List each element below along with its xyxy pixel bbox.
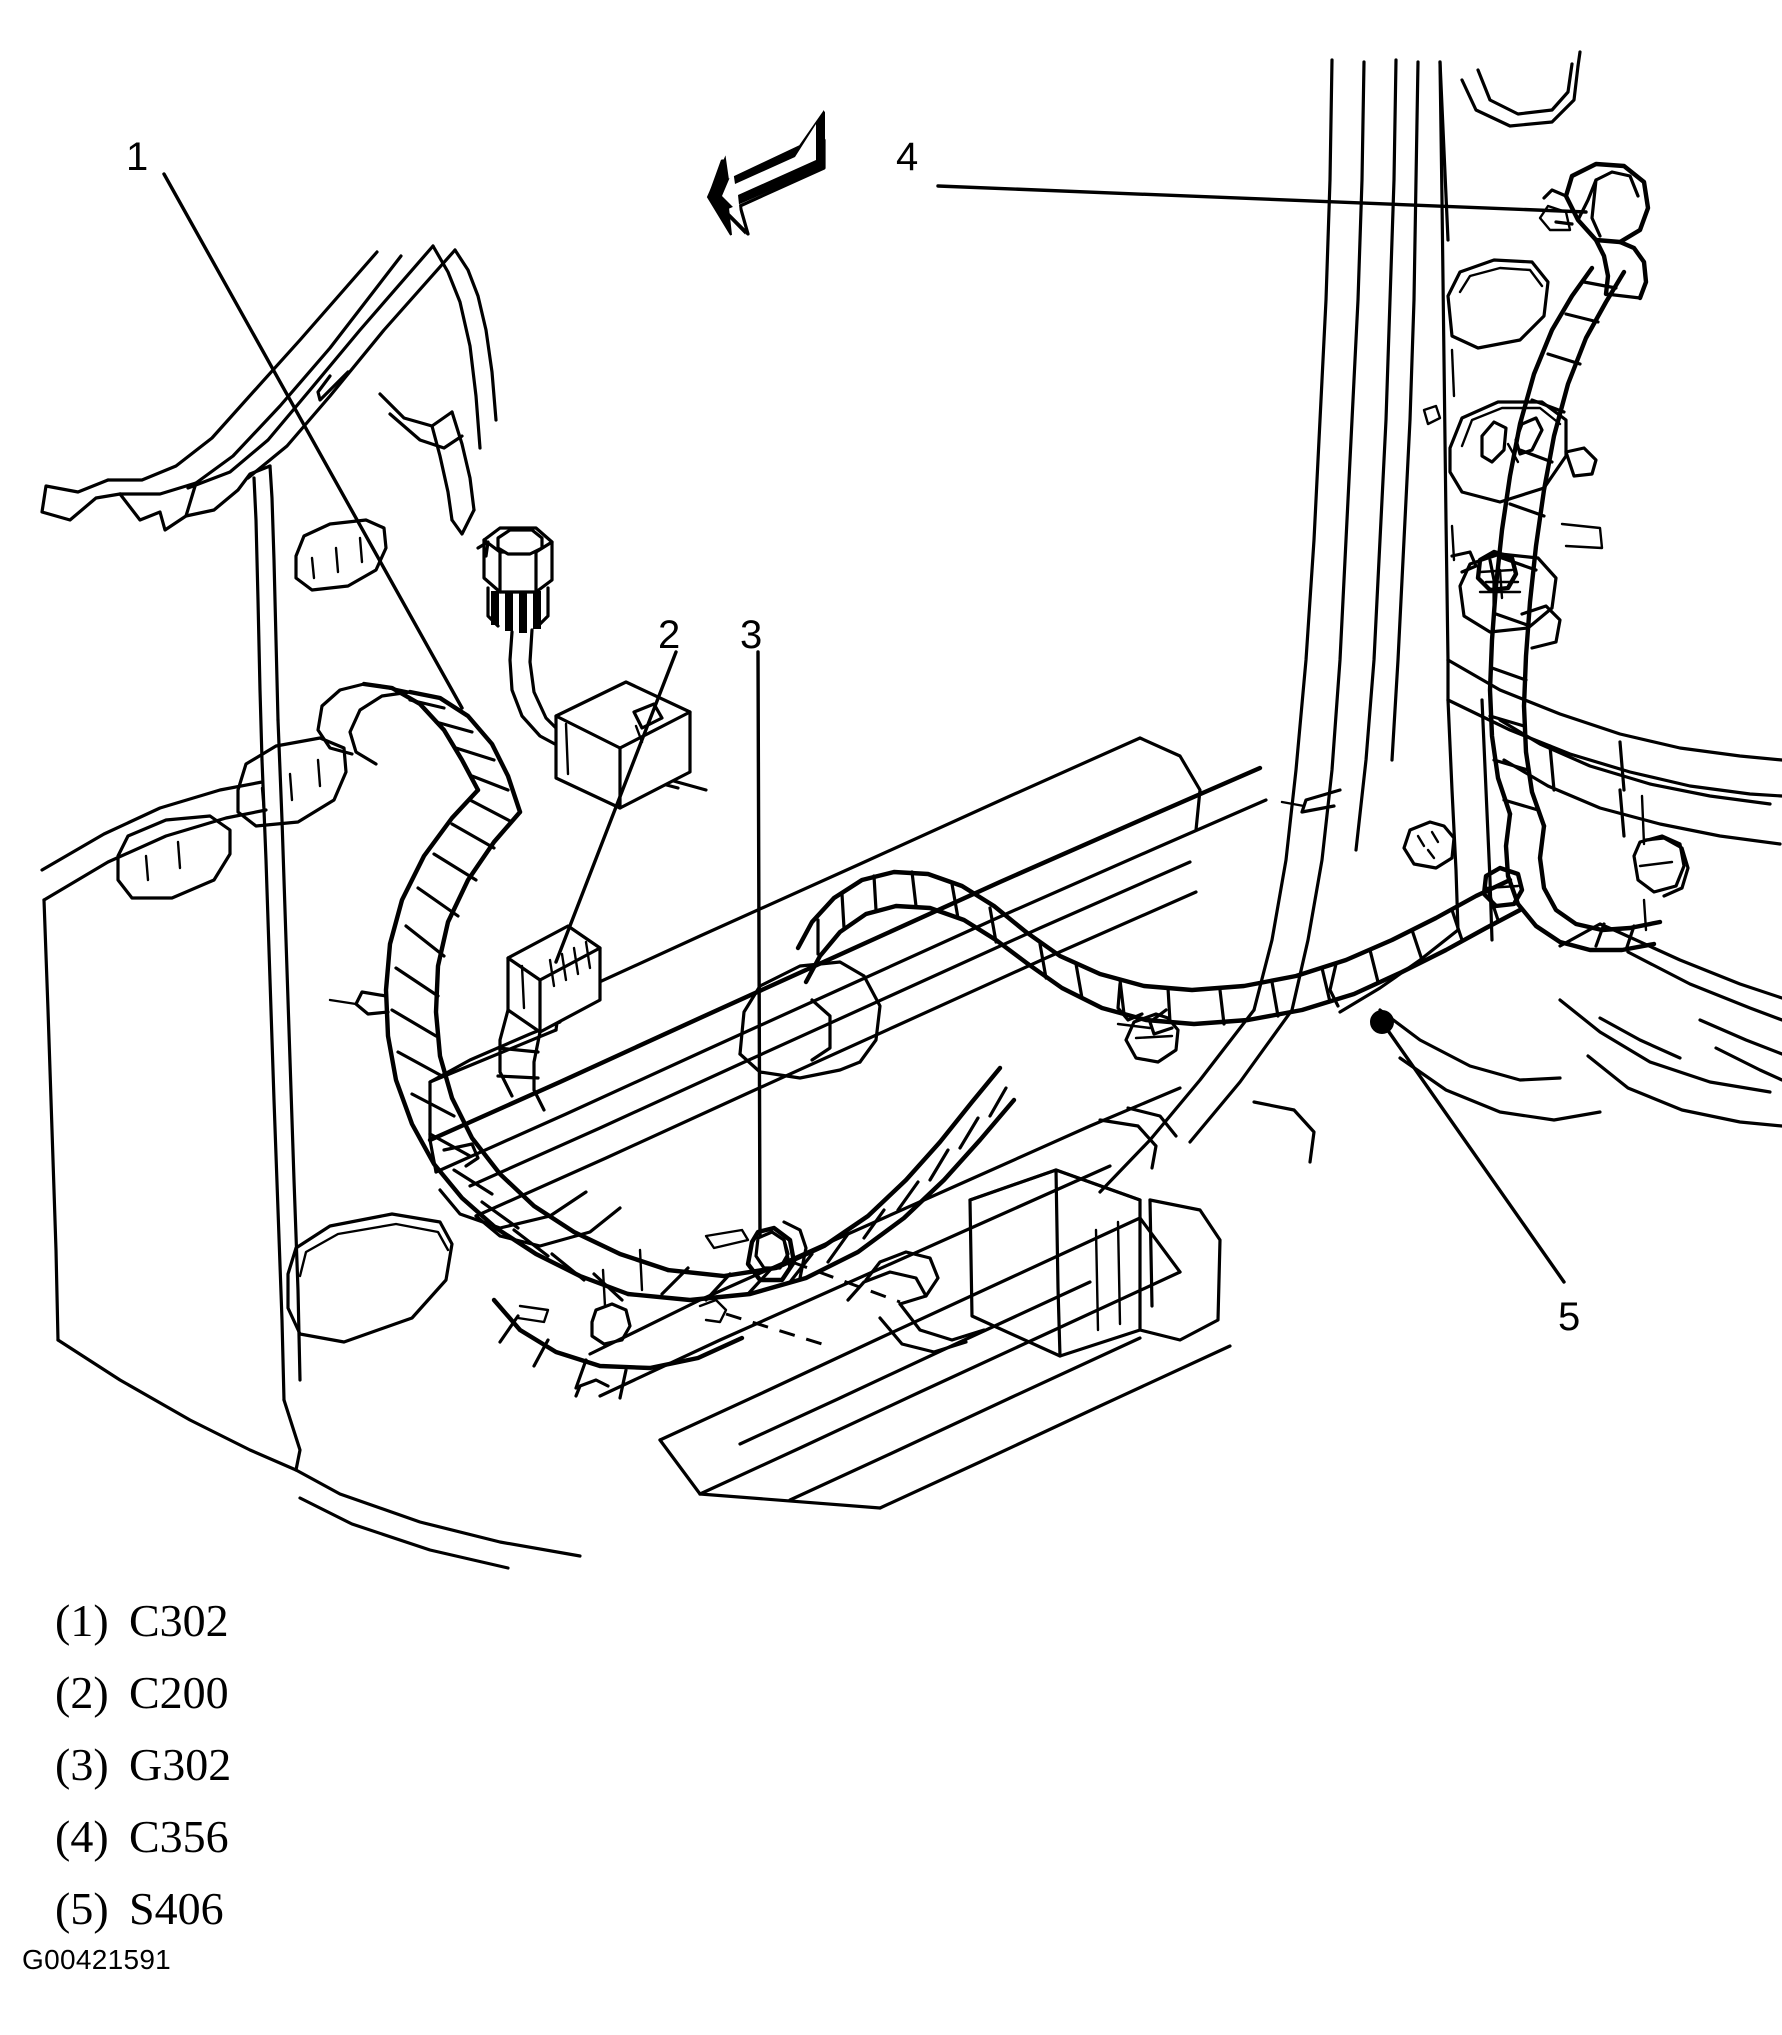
callout-number-5: 5 [1558,1295,1580,1339]
figure-id-code: G00421591 [22,1944,172,1975]
callout-number-3: 3 [740,613,762,657]
legend-code: C302 [129,1595,229,1646]
c356-connector [1538,161,1651,301]
floor-sill-structure [427,736,1316,1510]
legend-item: (1) C302 [55,1598,231,1644]
legend-item: (3) G302 [55,1742,231,1788]
legend-index: (3) [55,1739,109,1790]
legend-code: C200 [129,1667,229,1718]
harness-left [316,681,1017,1400]
legend-index: (5) [55,1883,109,1934]
legend-index: (4) [55,1811,109,1862]
legend-index: (1) [55,1595,109,1646]
leader-5 [1380,1020,1566,1284]
callout-number-2: 2 [658,613,680,657]
legend-item: (5) S406 [55,1886,231,1932]
legend-index: (2) [55,1667,109,1718]
legend-code: G302 [129,1739,232,1790]
leader-3 [756,650,762,1238]
left-pillar-structure [40,244,582,1570]
leader-2 [554,650,678,964]
harness-right [795,265,1663,1064]
callout-number-4: 4 [896,135,918,179]
right-pillar-structure [1098,50,1782,1194]
direction-arrow-icon [706,109,826,236]
legend-code: S406 [129,1883,224,1934]
legend-item: (4) C356 [55,1814,231,1860]
legend-item: (2) C200 [55,1670,231,1716]
leader-1 [162,172,464,710]
legend: (1) C302 (2) C200 (3) G302 (4) C356 (5) S406 [55,1598,231,1958]
legend-code: C356 [129,1811,229,1862]
c200-connector [496,924,602,1112]
leader-4 [936,184,1588,214]
callout-leaders [162,172,1588,1284]
callout-number-1: 1 [126,135,148,179]
